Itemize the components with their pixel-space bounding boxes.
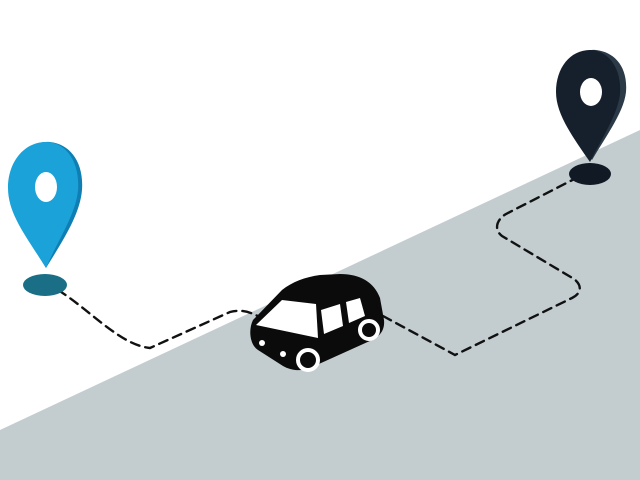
start-pin-base xyxy=(23,274,67,296)
car-headlight xyxy=(259,340,265,346)
end-pin-hole xyxy=(580,78,602,106)
car-wheel xyxy=(358,319,380,341)
car-windshield xyxy=(256,300,318,338)
car-body xyxy=(250,274,385,371)
start-pin-hole xyxy=(35,172,57,202)
dashed-route-line xyxy=(56,170,590,357)
car-wheel xyxy=(296,348,320,372)
car-side-window xyxy=(346,298,365,323)
car-icon xyxy=(250,274,385,372)
end-pin-base xyxy=(569,163,611,185)
end-pin-head xyxy=(556,50,621,162)
start-location-pin-icon xyxy=(8,141,83,296)
start-pin-head xyxy=(8,142,79,268)
end-location-pin-icon xyxy=(556,49,627,185)
car-headlight xyxy=(280,351,286,357)
car-side-window xyxy=(321,304,343,334)
